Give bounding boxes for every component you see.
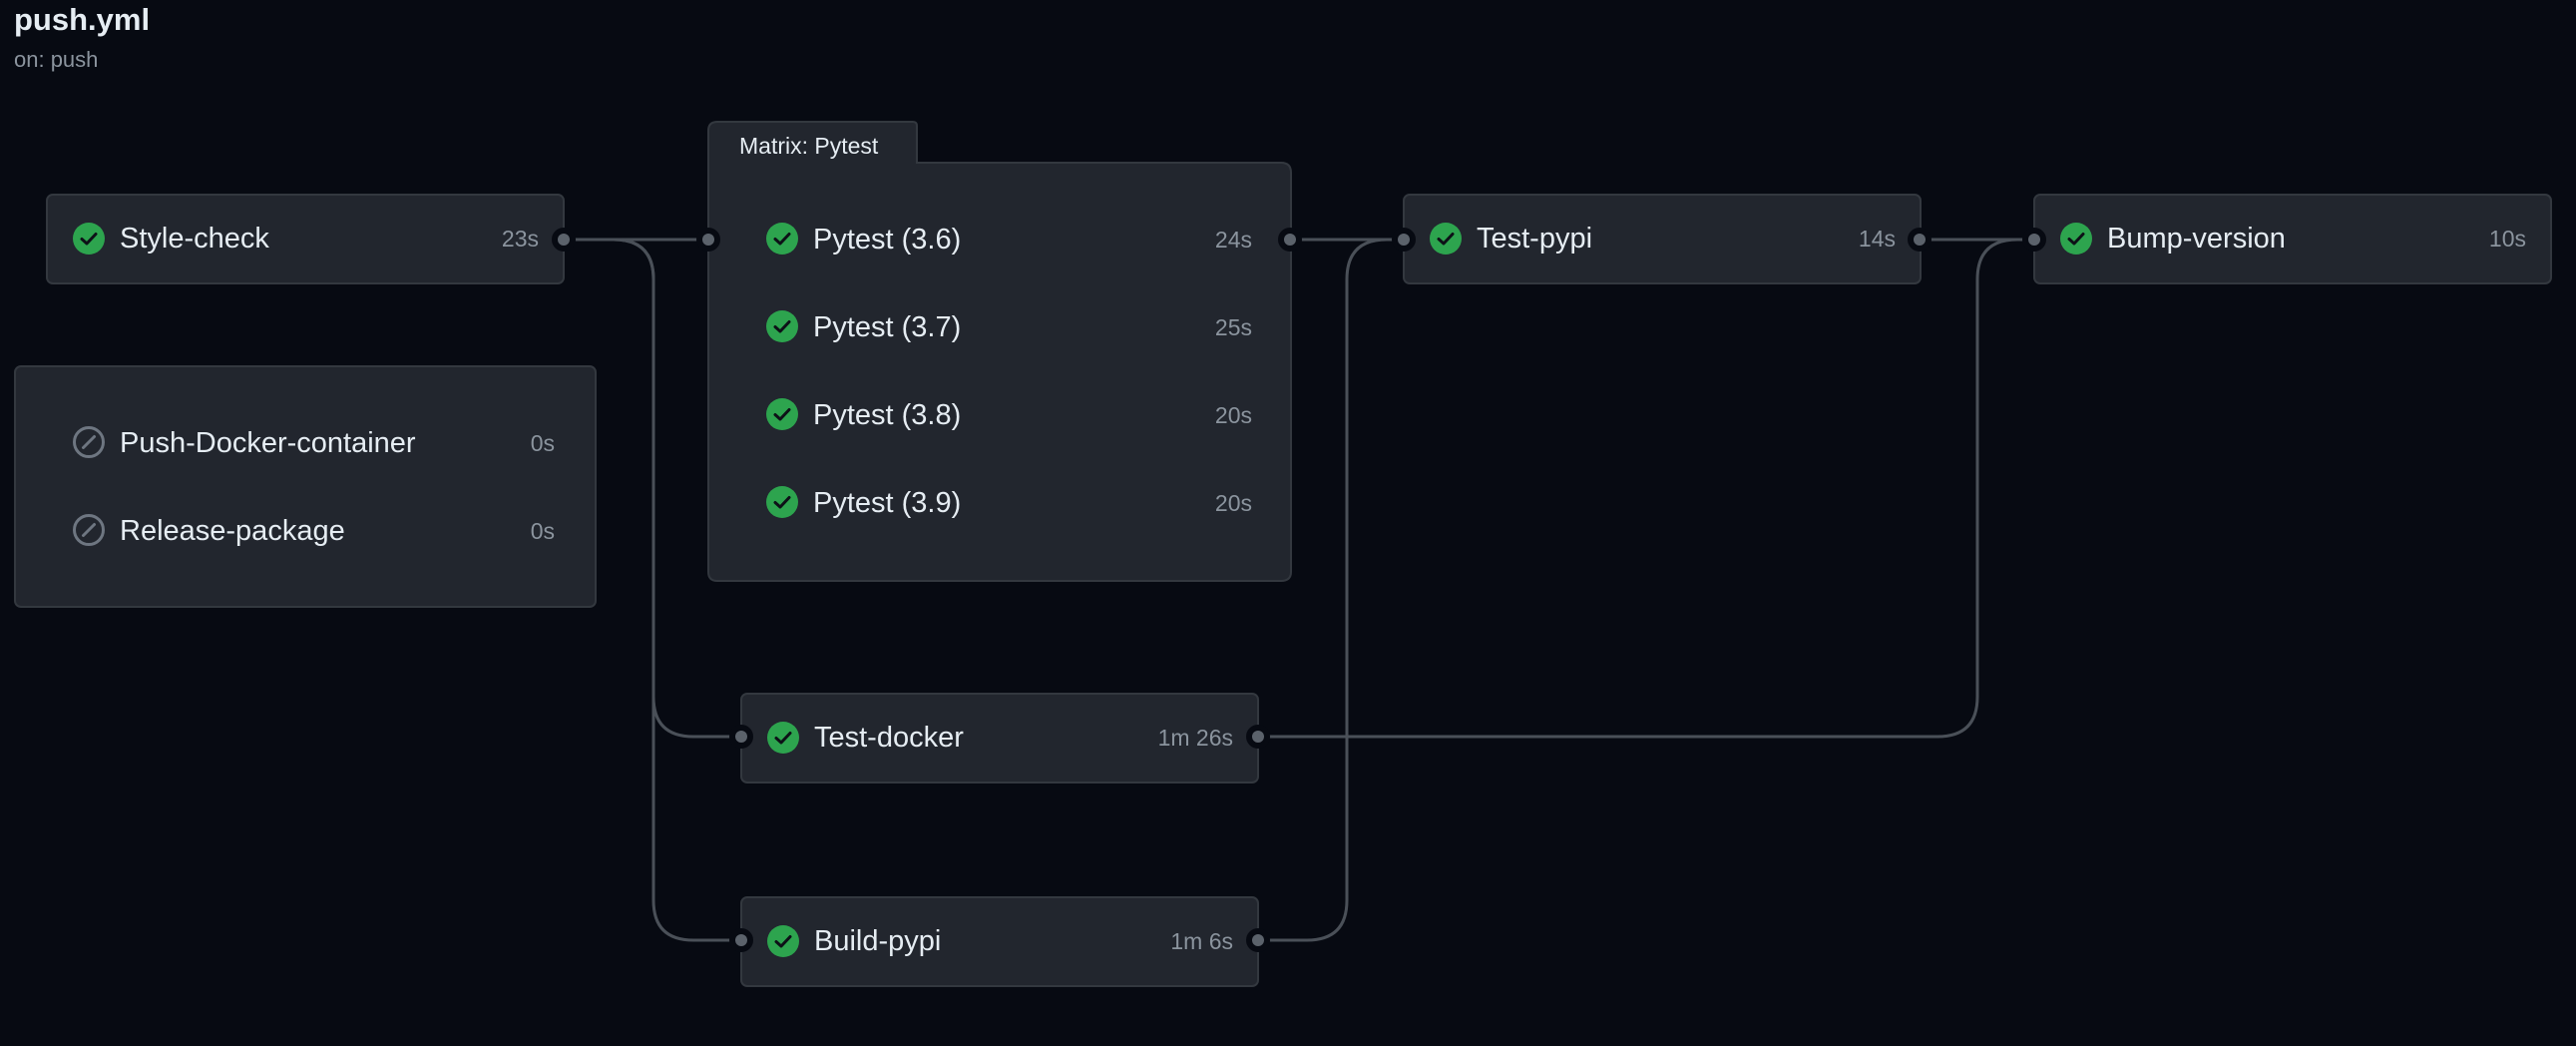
job-duration: 20s (1214, 490, 1252, 516)
matrix-pytest: Matrix: Pytest Pytest (3.6) 24s Pytest (… (707, 121, 1292, 582)
check-circle-icon (766, 398, 798, 430)
job-name: Push-Docker-container (120, 427, 416, 459)
input-port (1392, 228, 1416, 252)
job-duration: 0s (530, 518, 555, 544)
job-pytest-3-7[interactable]: Pytest (3.7) 25s (765, 283, 1252, 371)
check-circle-icon (767, 925, 799, 957)
job-pytest-3-8[interactable]: Pytest (3.8) 20s (765, 371, 1252, 459)
job-duration: 25s (1214, 314, 1252, 340)
output-port (1278, 228, 1302, 252)
output-port (1246, 928, 1270, 952)
check-circle-icon (766, 223, 798, 255)
edge-build-pypi-to-test-pypi (1258, 238, 1404, 942)
check-circle-icon (1430, 223, 1462, 255)
job-release-package[interactable]: Release-package 0s (72, 487, 555, 575)
job-duration: 24s (1214, 227, 1252, 253)
job-duration: 20s (1214, 402, 1252, 428)
job-name: Pytest (3.9) (813, 487, 962, 519)
job-name: Pytest (3.8) (813, 399, 962, 431)
job-duration: 1m 6s (1170, 928, 1233, 954)
check-circle-icon (766, 310, 798, 342)
job-duration: 10s (2488, 226, 2526, 252)
check-circle-icon (73, 223, 105, 255)
matrix-box (707, 121, 1292, 582)
job-style-check[interactable]: Style-check 23s (46, 194, 565, 284)
job-test-docker[interactable]: Test-docker 1m 26s (740, 693, 1259, 784)
output-port (1908, 228, 1932, 252)
output-port (552, 228, 576, 252)
edge-style-check-to-build-pypi (564, 238, 741, 942)
job-test-pypi[interactable]: Test-pypi 14s (1403, 194, 1922, 284)
job-name: Style-check (120, 223, 269, 255)
skipped-icon (73, 426, 105, 458)
check-circle-icon (767, 722, 799, 754)
job-duration: 1m 26s (1157, 725, 1233, 751)
job-name: Test-docker (814, 722, 964, 754)
workflow-title: push.yml (14, 2, 151, 37)
input-port (696, 228, 720, 252)
job-bump-version[interactable]: Bump-version 10s (2033, 194, 2552, 284)
job-name: Release-package (120, 515, 345, 547)
input-port (2022, 228, 2046, 252)
job-name: Bump-version (2107, 223, 2286, 255)
job-duration: 23s (501, 226, 539, 252)
job-name: Build-pypi (814, 925, 942, 957)
check-circle-icon (766, 486, 798, 518)
job-name: Test-pypi (1477, 223, 1593, 255)
job-name: Pytest (3.6) (813, 224, 962, 256)
check-circle-icon (2060, 223, 2092, 255)
job-pytest-3-9[interactable]: Pytest (3.9) 20s (765, 459, 1252, 547)
matrix-label: Matrix: Pytest (739, 133, 879, 159)
skipped-jobs-group: Push-Docker-container 0s Release-package… (14, 365, 597, 608)
output-port (1246, 725, 1270, 749)
job-duration: 0s (530, 430, 555, 456)
job-duration: 14s (1858, 226, 1896, 252)
job-build-pypi[interactable]: Build-pypi 1m 6s (740, 896, 1259, 987)
edge-test-docker-to-bump-version (1258, 238, 2034, 739)
job-name: Pytest (3.7) (813, 311, 962, 343)
job-pytest-3-6[interactable]: Pytest (3.6) 24s (765, 196, 1252, 283)
job-push-docker-container[interactable]: Push-Docker-container 0s (72, 399, 555, 487)
workflow-trigger: on: push (14, 47, 99, 72)
skipped-icon (73, 514, 105, 546)
input-port (729, 725, 753, 749)
input-port (729, 928, 753, 952)
